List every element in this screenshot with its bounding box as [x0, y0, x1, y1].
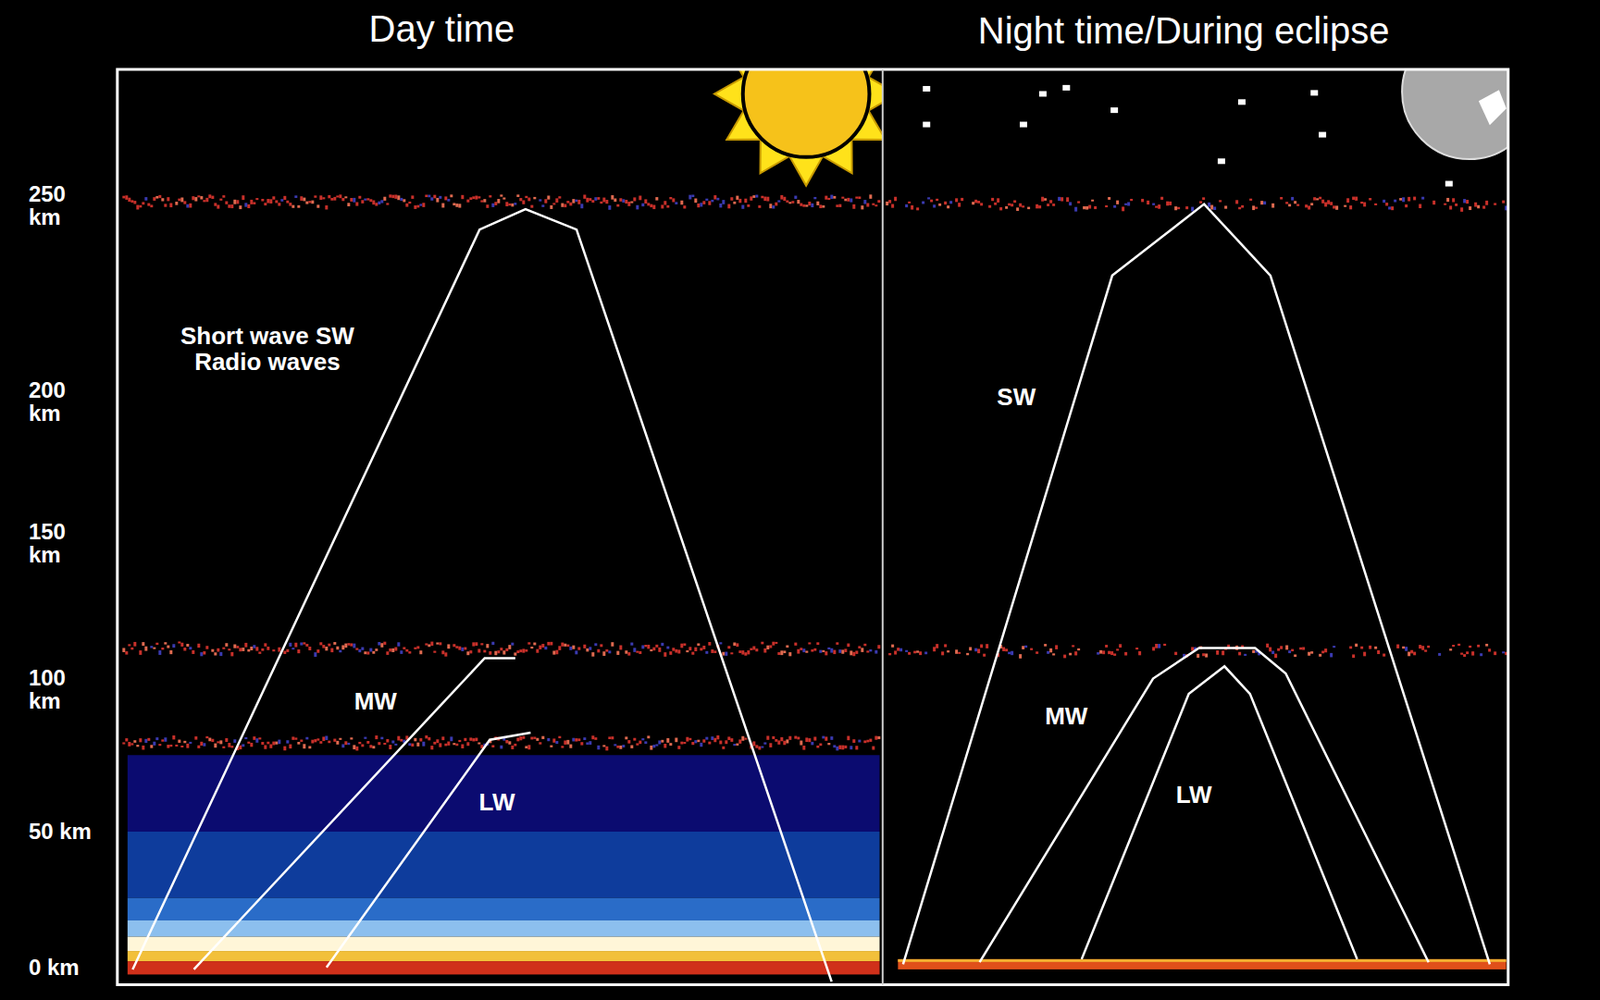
panel-heading: Night time/During eclipse: [978, 11, 1390, 50]
wave-label: LW: [479, 790, 516, 816]
radio-ray: [326, 732, 532, 968]
star: [1318, 132, 1327, 138]
atmosphere-band: [127, 898, 881, 921]
atmosphere-band: [127, 951, 881, 962]
radio-ray: [1081, 666, 1358, 960]
panel-divider: [881, 69, 884, 985]
moon-symbol: [1401, 69, 1509, 160]
star: [922, 122, 931, 128]
atmosphere-band: [127, 937, 881, 952]
altitude-tick: 200 km: [28, 377, 96, 424]
star: [1019, 122, 1028, 128]
radio-ray: [979, 647, 1429, 963]
radio-ray: [194, 657, 516, 969]
star: [1238, 99, 1246, 105]
wave-label: LW: [1173, 782, 1216, 810]
wave-label: SW: [993, 384, 1039, 412]
star: [1062, 85, 1070, 91]
wave-label: Short wave SW Radio waves: [153, 322, 382, 376]
wave-label: MW: [1041, 704, 1091, 732]
sun-symbol: [714, 69, 883, 187]
star: [922, 86, 931, 92]
star: [1039, 90, 1047, 97]
panel-heading: Day time: [369, 9, 516, 49]
star: [1445, 181, 1453, 187]
ionosphere-layer: [122, 194, 881, 210]
altitude-tick: 50 km: [28, 819, 96, 844]
radio-ray: [903, 204, 1490, 966]
panel-frame: [117, 69, 1509, 985]
altitude-tick: 0 km: [28, 955, 96, 980]
radio-ray: [132, 209, 832, 982]
atmosphere-band: [127, 831, 881, 899]
star: [1217, 158, 1226, 164]
ground-strip: [897, 959, 1506, 970]
night-panel: [897, 69, 1508, 970]
ionosphere-layer: [888, 644, 1508, 659]
altitude-tick: 150 km: [28, 520, 96, 567]
atmosphere-band: [127, 961, 881, 975]
ionosphere-layer: [122, 641, 881, 658]
altitude-tick: 250 km: [28, 182, 96, 229]
day-panel: [127, 69, 883, 975]
star: [1310, 89, 1318, 96]
wave-label: MW: [351, 688, 400, 716]
atmosphere-band: [127, 920, 881, 938]
altitude-tick: 100 km: [28, 665, 96, 712]
star: [1110, 107, 1118, 113]
